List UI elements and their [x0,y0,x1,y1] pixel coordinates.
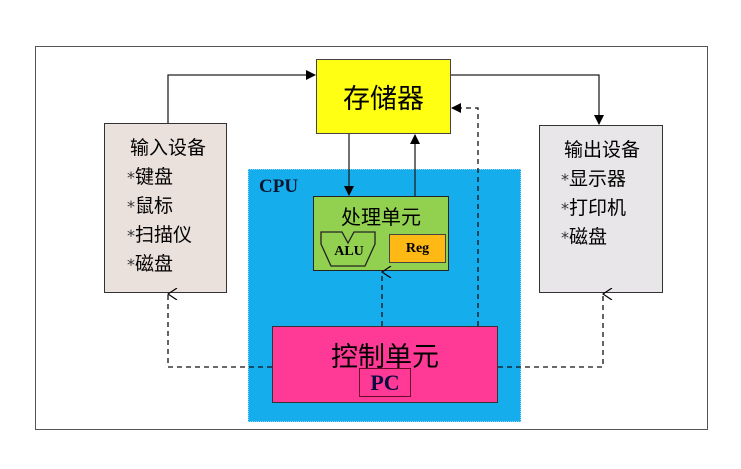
input-device-box: 输入设备 *键盘 *鼠标 *扫描仪 *磁盘 [104,123,227,293]
control-unit-title: 控制单元 [331,342,439,373]
arrow-memory-to-output [451,74,604,125]
processing-unit-box: 处理单元 ALU Reg [313,196,449,271]
reg-box: Reg [389,234,446,263]
list-item: *鼠标 [127,195,174,217]
list-item: *打印机 [561,197,627,219]
output-device-title: 输出设备 [564,139,641,161]
pc-box: PC [359,368,411,397]
pc-label: PC [370,369,400,395]
alu-shape [320,231,376,267]
list-item: *键盘 [127,166,174,188]
input-device-title: 输入设备 [130,137,207,159]
control-unit-box: 控制单元 PC [272,326,498,403]
list-item: *扫描仪 [127,224,193,246]
reg-label: Reg [405,240,430,256]
list-item: *磁盘 [561,226,608,248]
memory-box: 存储器 [316,59,451,134]
output-device-box: 输出设备 *显示器 *打印机 *磁盘 [539,125,663,293]
processing-unit-title: 处理单元 [341,205,421,229]
arrow-input-to-memory [167,70,316,123]
cpu-label: CPU [259,176,299,197]
memory-label: 存储器 [343,84,424,115]
list-item: *显示器 [561,168,627,190]
arrow-control-to-output [498,294,603,368]
list-item: *磁盘 [127,253,174,275]
arrow-control-to-input [168,294,272,368]
arrow-control-to-memory [451,103,479,326]
alu-label: ALU [334,244,364,259]
